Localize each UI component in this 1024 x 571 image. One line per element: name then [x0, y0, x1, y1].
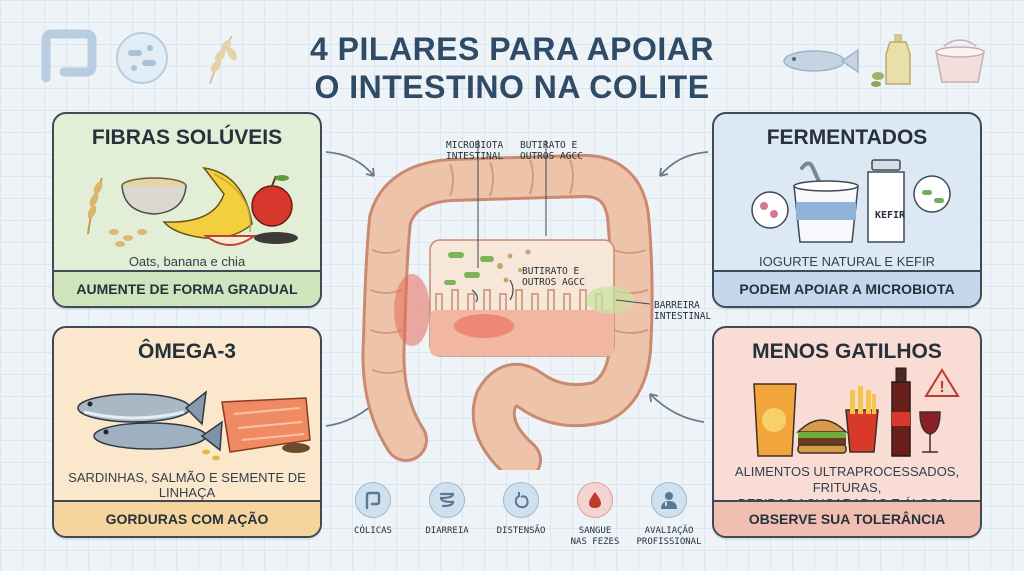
omega-3-card: ÔMEGA-3 SARDINHAS, SALMÃO E SEMENTE DE L… — [52, 326, 322, 538]
symptom-distensao: DISTENSÃO — [484, 482, 558, 537]
yogurt-kefir-illustration — [751, 159, 951, 243]
fermentados-footer: PODEM APOIAR A MICROBIOTA — [714, 270, 980, 306]
omega-caption: SARDINHAS, SALMÃO E SEMENTE DE LINHAÇA — [68, 470, 306, 500]
sardine-salmon-illustration — [77, 390, 311, 461]
fermentados-card: FERMENTADOS KEFIR IOGURTE NATURAL E KEFI… — [712, 112, 982, 308]
fibras-soluveis-card: FIBRAS SOLÚVEIS Oats, banana e chia AUME… — [52, 112, 322, 308]
page-title: 4 PILARES PARA APOIAR O INTESTINO NA COL… — [240, 30, 784, 106]
label-barreira: BARREIRA INTESTINAL — [654, 300, 712, 322]
fibras-caption: Oats, banana e chia — [128, 254, 246, 269]
omega-title: ÔMEGA-3 — [137, 340, 236, 363]
menos-gatilhos-card: MENOS GATILHOS ! ALIMENTOS ULTRAPROCESSA… — [712, 326, 982, 538]
symptom-label: CÓLICAS — [354, 526, 392, 536]
symptom-label: DIARREIA — [425, 526, 469, 536]
symptom-avaliacao: AVALIAÇÃO PROFISSIONAL — [632, 482, 706, 548]
label-microbiota: MICROBIOTA INTESTINAL — [446, 140, 504, 162]
symptom-label: DISTENSÃO — [496, 526, 546, 536]
gatilhos-caption-line-1: ALIMENTOS ULTRAPROCESSADOS, FRITURAS, — [734, 464, 960, 495]
title-line-1: 4 PILARES PARA APOIAR — [309, 31, 715, 67]
svg-text:!: ! — [939, 379, 944, 396]
stomach-icon — [503, 482, 539, 518]
fermentados-title: FERMENTADOS — [766, 126, 928, 149]
intestine-icon — [429, 482, 465, 518]
symptom-sangue: SANGUE NAS FEZES — [558, 482, 632, 548]
junk-food-illustration: ! — [753, 367, 960, 457]
arrow-gatilhos-icon — [649, 393, 705, 423]
gatilhos-title: MENOS GATILHOS — [752, 340, 942, 363]
symptom-label: AVALIAÇÃO PROFISSIONAL — [636, 526, 702, 547]
kefir-bottle-label: KEFIR — [874, 210, 906, 221]
omega-footer: GORDURAS COM AÇÃO MODULADORA — [54, 500, 320, 536]
fibras-title: FIBRAS SOLÚVEIS — [91, 126, 283, 149]
gatilhos-footer: OBSERVE SUA TOLERÂNCIA — [714, 500, 980, 536]
large-intestine-illustration — [361, 140, 654, 470]
fish-decor-icon — [783, 48, 859, 74]
yogurt-bowl-decor-icon — [935, 39, 985, 83]
arrow-fibras-icon — [325, 151, 375, 177]
wheat-decor-icon — [209, 35, 237, 85]
title-line-2: O INTESTINO NA COLITE — [314, 69, 710, 105]
olive-oil-decor-icon — [871, 34, 911, 87]
symptom-label: SANGUE NAS FEZES — [570, 526, 620, 547]
blood-drop-icon — [577, 482, 613, 518]
label-butirato-top: BUTIRATO E OUTROS AGCC — [520, 140, 583, 162]
symptom-colicas: CÓLICAS — [336, 482, 410, 537]
colon-icon — [355, 482, 391, 518]
bacteria-decor-icon — [116, 32, 168, 84]
fermentados-caption: IOGURTE NATURAL E KEFIR — [758, 254, 935, 269]
doctor-icon — [651, 482, 687, 518]
arrow-fermentados-icon — [659, 151, 709, 177]
symptom-diarreia: DIARREIA — [410, 482, 484, 537]
oats-banana-apple-illustration — [87, 166, 298, 247]
label-butirato-inner: BUTIRATO E OUTROS AGCC — [522, 266, 585, 288]
symptoms-row: CÓLICAS DIARREIA DISTENSÃO SANGUE NAS FE… — [336, 482, 706, 562]
fibras-footer: AUMENTE DE FORMA GRADUAL — [54, 270, 320, 306]
colon-decor-icon — [41, 29, 97, 83]
